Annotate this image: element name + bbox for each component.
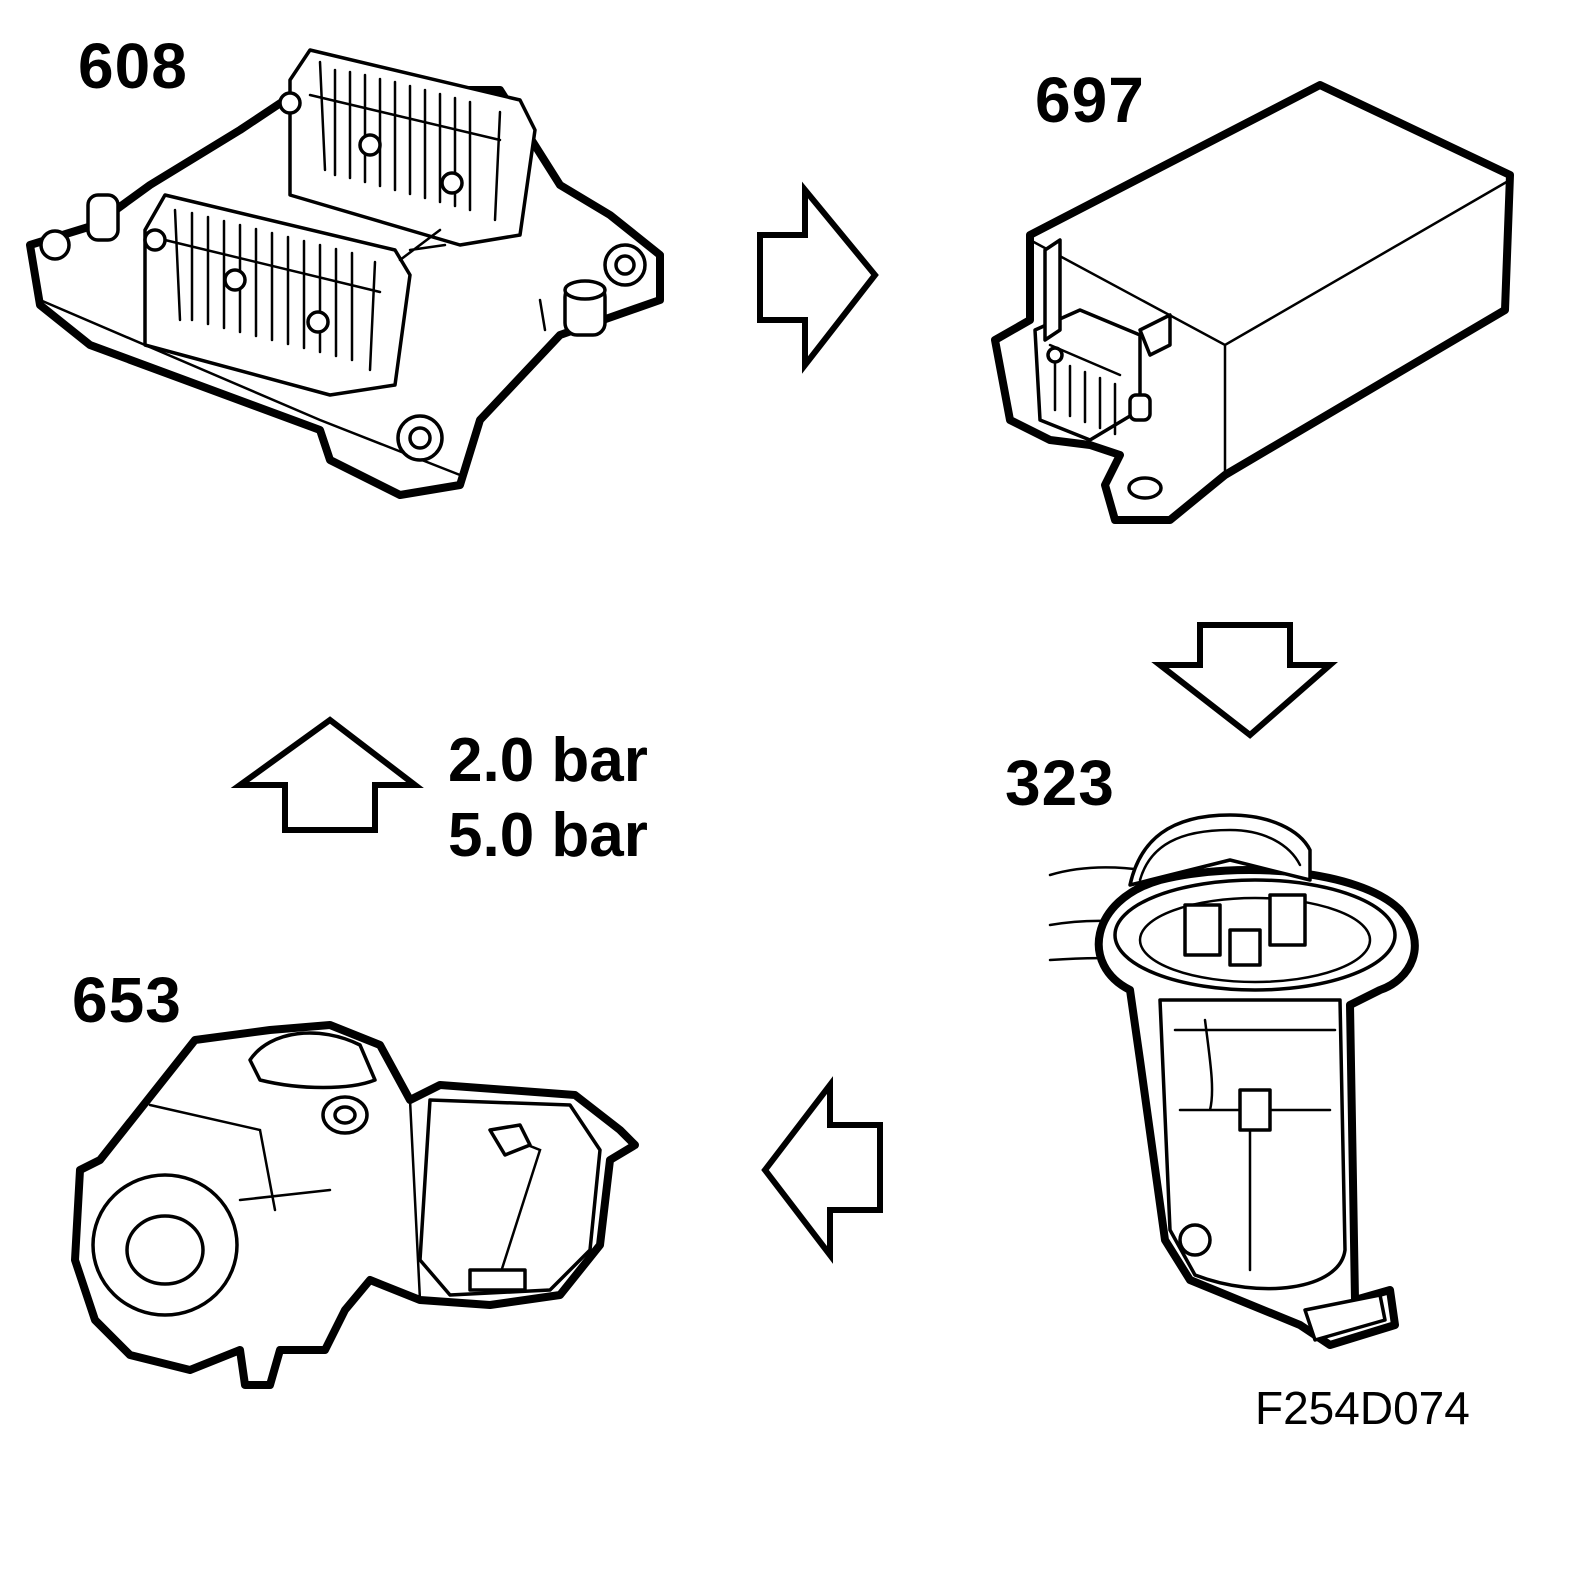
fuel-pump-illustration xyxy=(1048,813,1419,1349)
arrow-right-icon xyxy=(757,181,879,374)
pressure-high-label: 5.0 bar xyxy=(448,801,648,870)
arrow-left-icon xyxy=(761,1076,883,1264)
arrow-down-icon xyxy=(1151,622,1338,739)
pressure-low-label: 2.0 bar xyxy=(448,726,648,795)
ecu-illustration xyxy=(26,48,664,499)
pressure-sensor-illustration xyxy=(71,1021,639,1389)
relay-part-number: 697 xyxy=(1035,64,1145,136)
figure-id: F254D074 xyxy=(1255,1382,1470,1434)
relay-illustration xyxy=(991,81,1514,524)
fuel-pump-part-number: 323 xyxy=(1005,747,1115,819)
pressure-sensor-part-number: 653 xyxy=(72,964,182,1036)
ecu-part-number: 608 xyxy=(78,30,188,102)
arrow-up-icon xyxy=(230,716,424,833)
